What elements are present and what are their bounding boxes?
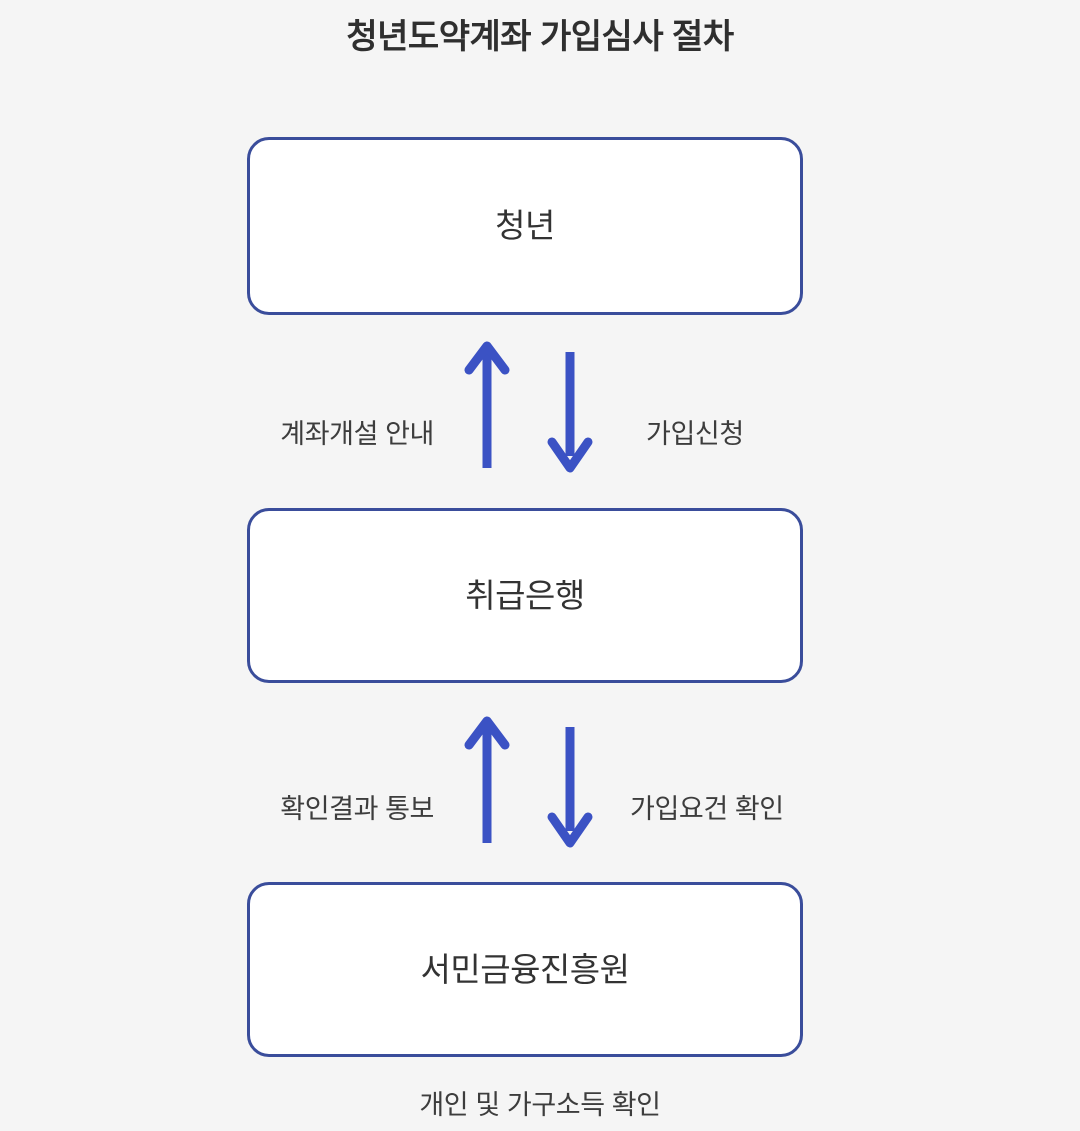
edge-label-enrollment-application: 가입신청 <box>646 419 744 449</box>
edge-group-youth-bank: 계좌개설 안내 가입신청 <box>0 330 1080 490</box>
arrow-pair-bank-agency <box>464 716 593 848</box>
edge-label-verification-result-notice: 확인결과 통보 <box>280 794 434 824</box>
arrow-pair-youth-bank <box>464 341 593 473</box>
arrow-down-icon <box>547 352 593 473</box>
diagram-title: 청년도약계좌 가입심사 절차 <box>346 18 734 56</box>
node-label-youth: 청년 <box>495 207 555 244</box>
arrow-up-icon <box>464 341 510 468</box>
node-box-bank: 취급은행 <box>247 508 803 683</box>
node-box-agency: 서민금융진흥원 <box>247 882 803 1057</box>
edge-group-bank-agency: 확인결과 통보 가입요건 확인 <box>0 705 1080 865</box>
edge-label-account-opening-guide: 계좌개설 안내 <box>280 419 434 449</box>
footer-caption: 개인 및 가구소득 확인 <box>419 1090 661 1120</box>
node-box-youth: 청년 <box>247 137 803 315</box>
arrow-down-icon <box>547 727 593 848</box>
node-label-bank: 취급은행 <box>465 576 585 614</box>
node-label-agency: 서민금융진흥원 <box>420 950 630 988</box>
arrow-up-icon <box>464 716 510 843</box>
edge-label-eligibility-check: 가입요건 확인 <box>630 794 784 824</box>
